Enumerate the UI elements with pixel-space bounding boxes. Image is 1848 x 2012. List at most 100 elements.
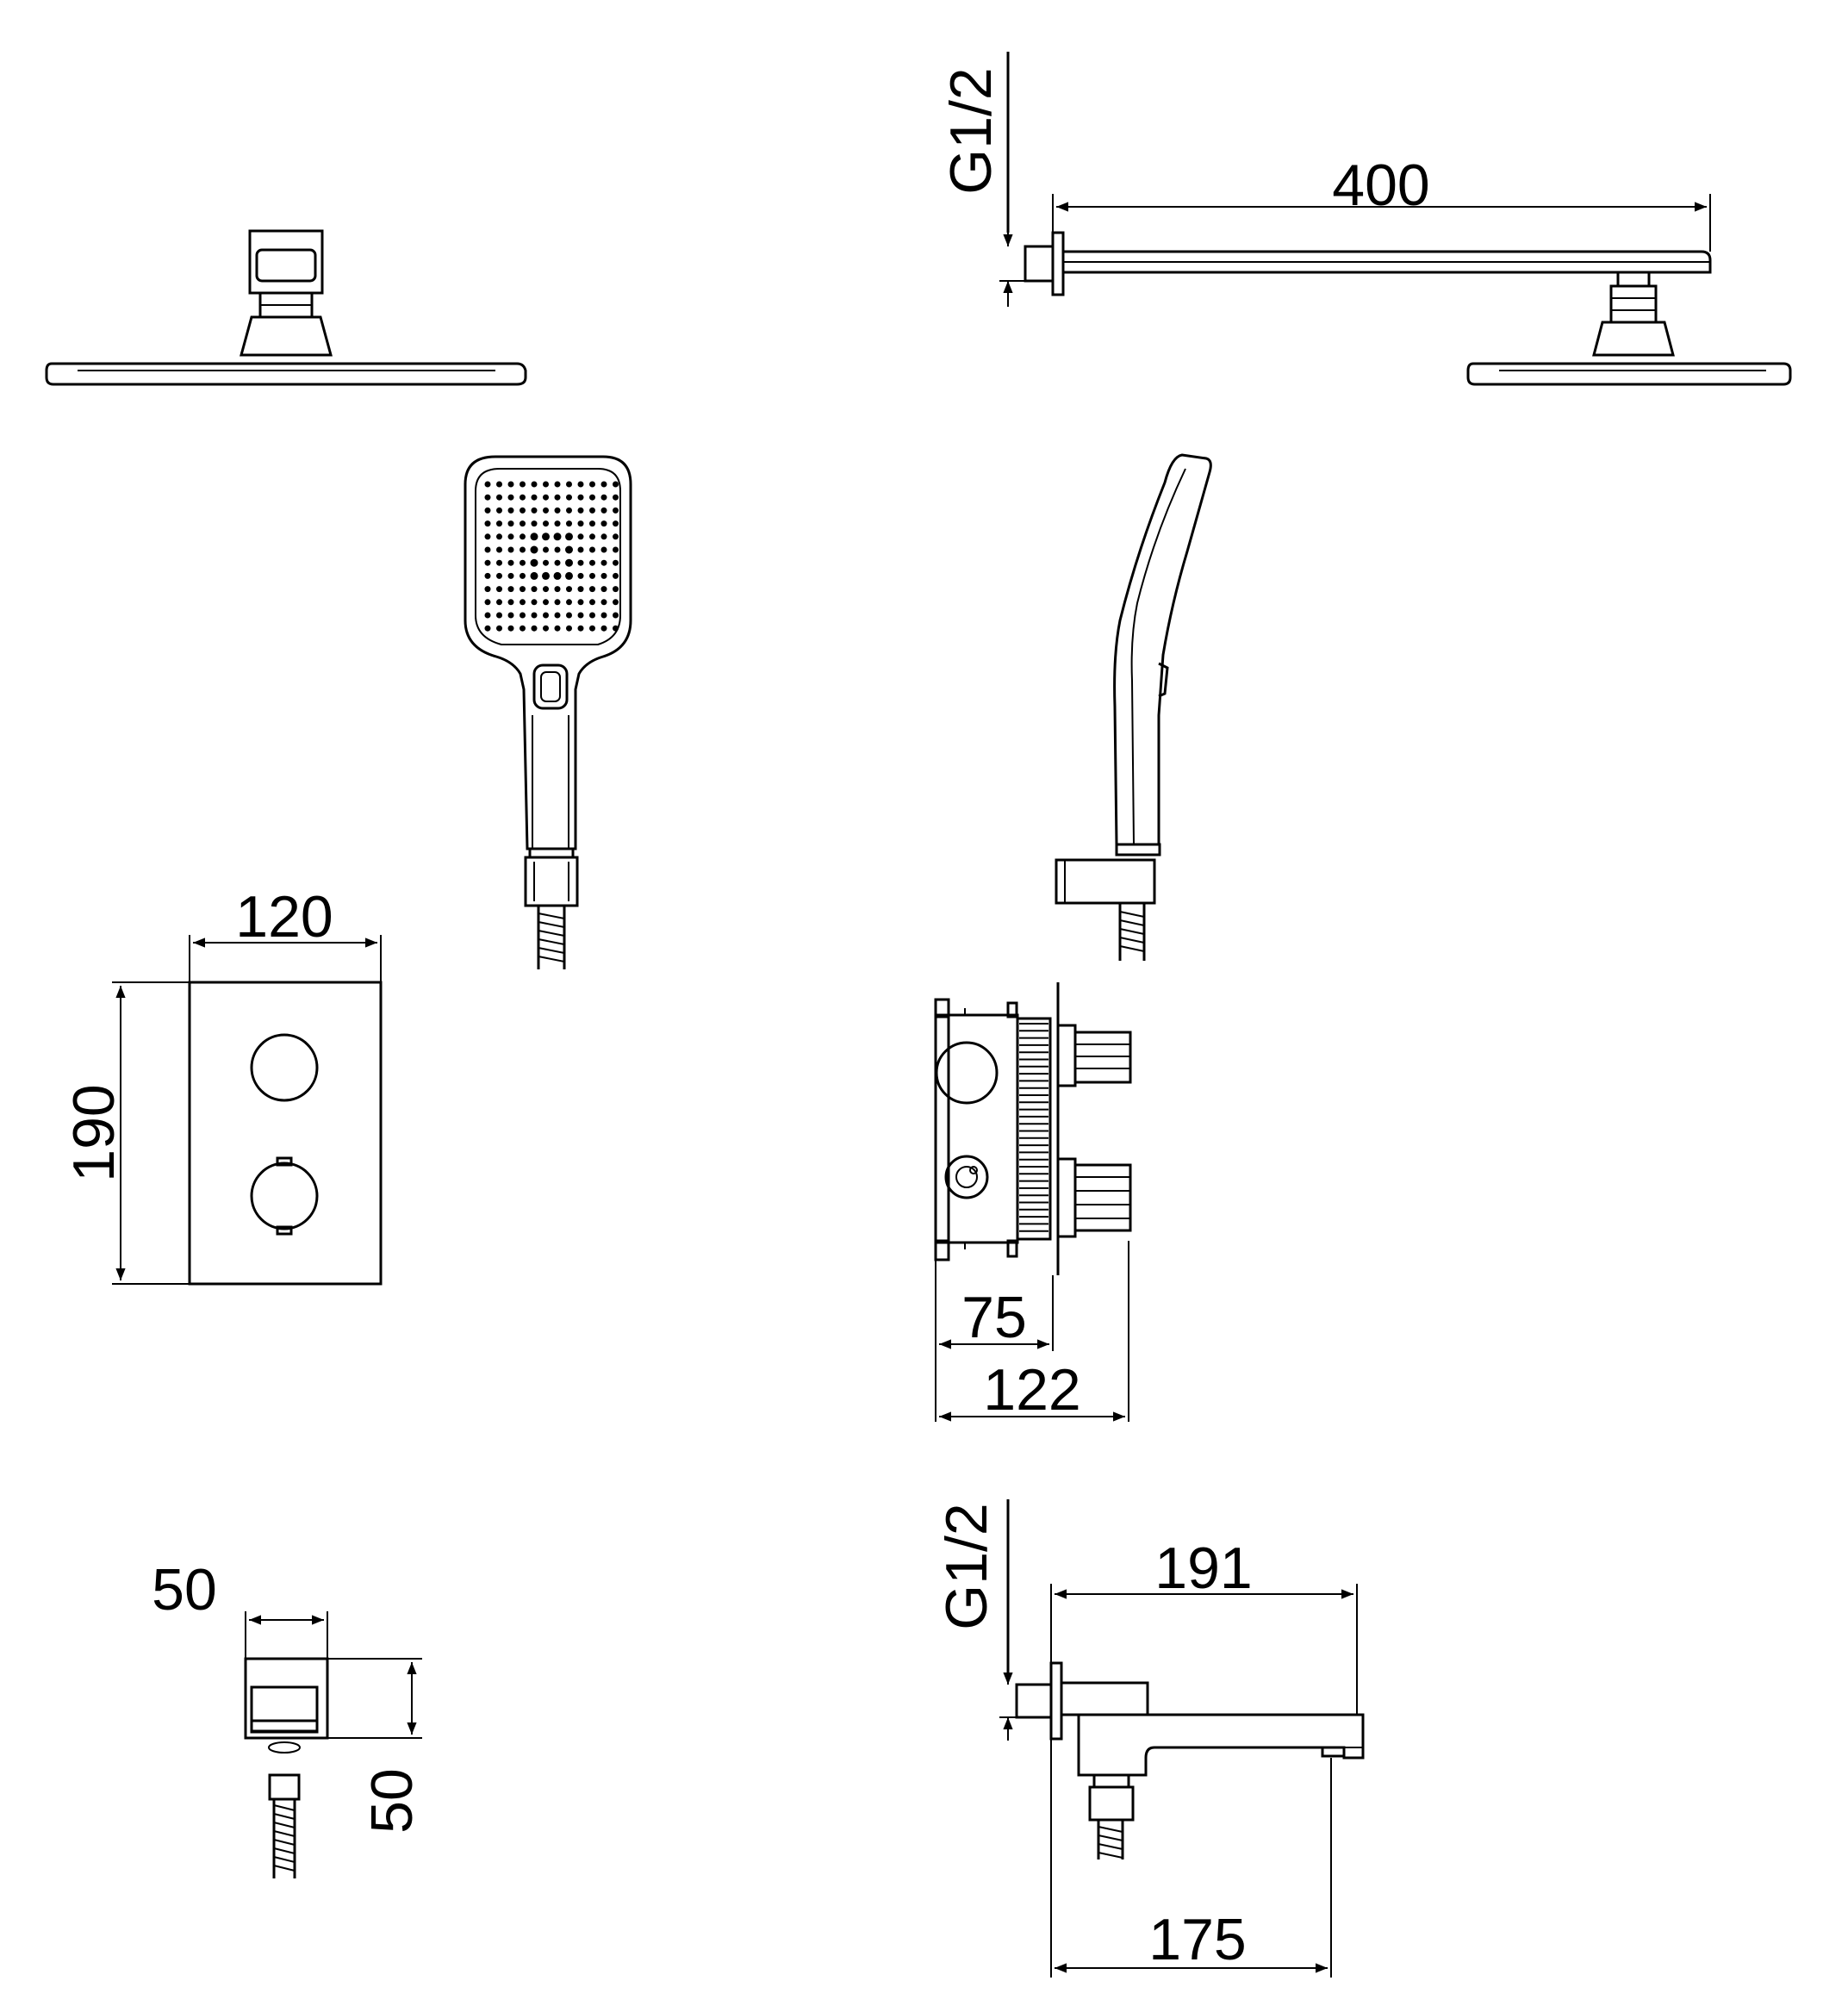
- nozzle-dot: [613, 625, 619, 632]
- nozzle-dot: [565, 558, 573, 567]
- nozzle-dot: [543, 559, 549, 566]
- nozzle-dot: [507, 612, 514, 619]
- nozzle-dot: [530, 558, 538, 567]
- nozzle-dot: [496, 546, 502, 553]
- nozzle-dot: [530, 533, 538, 541]
- nozzle-dot: [613, 612, 619, 619]
- nozzle-dot: [577, 481, 584, 488]
- nozzle-dot: [589, 559, 595, 566]
- nozzle-dot: [520, 572, 526, 579]
- thread-dimension-spout: G1/2: [934, 1503, 1017, 1741]
- outlet-height-label: 50: [359, 1768, 425, 1834]
- nozzle-dot: [496, 612, 502, 619]
- nozzle-dot: [496, 559, 502, 566]
- nozzle-dot: [577, 559, 584, 566]
- nozzle-dot: [507, 494, 514, 501]
- nozzle-dot: [577, 612, 584, 619]
- nozzle-dot: [577, 507, 584, 514]
- nozzle-dot: [507, 520, 514, 527]
- nozzle-dot: [577, 494, 584, 501]
- nozzle-dot: [554, 520, 561, 527]
- nozzle-dot: [566, 612, 572, 619]
- nozzle-dot: [589, 612, 595, 619]
- nozzle-dot: [520, 481, 526, 488]
- nozzle-dot: [531, 586, 538, 593]
- nozzle-dot: [543, 599, 549, 606]
- plate-height-label: 190: [61, 1084, 127, 1181]
- arm-thread-label: G1/2: [938, 67, 1004, 194]
- spout-length-top-label: 191: [1154, 1535, 1252, 1601]
- nozzle-dot: [520, 507, 526, 514]
- nozzle-dot: [520, 612, 526, 619]
- nozzle-dot: [554, 586, 561, 593]
- nozzle-dot: [589, 533, 595, 540]
- valve-total-depth-label: 122: [983, 1357, 1080, 1423]
- nozzle-dot: [496, 481, 502, 488]
- valve-body-depth-label: 75: [961, 1285, 1027, 1350]
- nozzle-dot: [496, 520, 502, 527]
- nozzle-dot: [554, 625, 561, 632]
- nozzle-dot: [554, 559, 561, 566]
- nozzle-dot: [613, 481, 619, 488]
- thermostat-plate: [188, 981, 383, 1286]
- thread-dimension-arm: G1/2: [938, 67, 1025, 307]
- plate-height-dimension: 190: [61, 981, 190, 1285]
- nozzle-dot: [484, 612, 491, 619]
- nozzle-dot: [507, 559, 514, 566]
- nozzle-dot: [531, 612, 538, 619]
- nozzle-dot: [543, 546, 549, 553]
- nozzle-dot: [613, 559, 619, 566]
- nozzle-dot: [566, 520, 572, 527]
- nozzle-dot: [496, 625, 502, 632]
- rain-shower-head-front: [45, 229, 527, 386]
- nozzle-dot: [484, 572, 491, 579]
- valve-depth-dimensions: 75 122: [935, 1241, 1129, 1423]
- nozzle-dot: [542, 533, 550, 541]
- nozzle-dot: [530, 545, 538, 554]
- wall-outlet: [244, 1657, 329, 1878]
- nozzle-dot: [577, 572, 584, 579]
- plate-width-dimension: 120: [189, 884, 382, 982]
- nozzle-dot: [507, 572, 514, 579]
- nozzle-dot: [484, 586, 491, 593]
- nozzle-dot: [531, 625, 538, 632]
- nozzle-dot: [589, 546, 595, 553]
- nozzle-dot: [531, 481, 538, 488]
- nozzle-dot: [613, 507, 619, 514]
- nozzle-dot: [613, 546, 619, 553]
- nozzle-dot: [520, 546, 526, 553]
- nozzle-dot: [507, 533, 514, 540]
- nozzle-dot: [613, 494, 619, 501]
- nozzle-dot: [496, 599, 502, 606]
- nozzle-dot: [531, 599, 538, 606]
- nozzle-dot: [566, 494, 572, 501]
- nozzle-dot: [554, 599, 561, 606]
- nozzle-dot: [589, 520, 595, 527]
- nozzle-dot: [566, 599, 572, 606]
- nozzle-dot: [613, 599, 619, 606]
- nozzle-dot: [600, 546, 607, 553]
- nozzle-dot: [543, 612, 549, 619]
- nozzle-dot: [589, 586, 595, 593]
- nozzle-dot: [520, 533, 526, 540]
- nozzle-dot: [542, 571, 550, 580]
- nozzle-dot: [566, 507, 572, 514]
- nozzle-dot: [600, 559, 607, 566]
- nozzle-dot: [565, 545, 573, 554]
- nozzle-dot: [543, 586, 549, 593]
- nozzle-dot: [484, 507, 491, 514]
- nozzle-dot: [566, 625, 572, 632]
- nozzle-dot: [589, 507, 595, 514]
- nozzle-dot: [600, 507, 607, 514]
- nozzle-dot: [577, 625, 584, 632]
- nozzle-dot: [520, 625, 526, 632]
- nozzle-dot: [543, 494, 549, 501]
- nozzle-dot: [507, 507, 514, 514]
- nozzle-dot: [600, 494, 607, 501]
- nozzle-dot: [520, 559, 526, 566]
- nozzle-dot: [613, 586, 619, 593]
- outlet-dimensions: 50 50: [152, 1557, 425, 1834]
- nozzle-dot: [554, 494, 561, 501]
- nozzle-dot: [507, 586, 514, 593]
